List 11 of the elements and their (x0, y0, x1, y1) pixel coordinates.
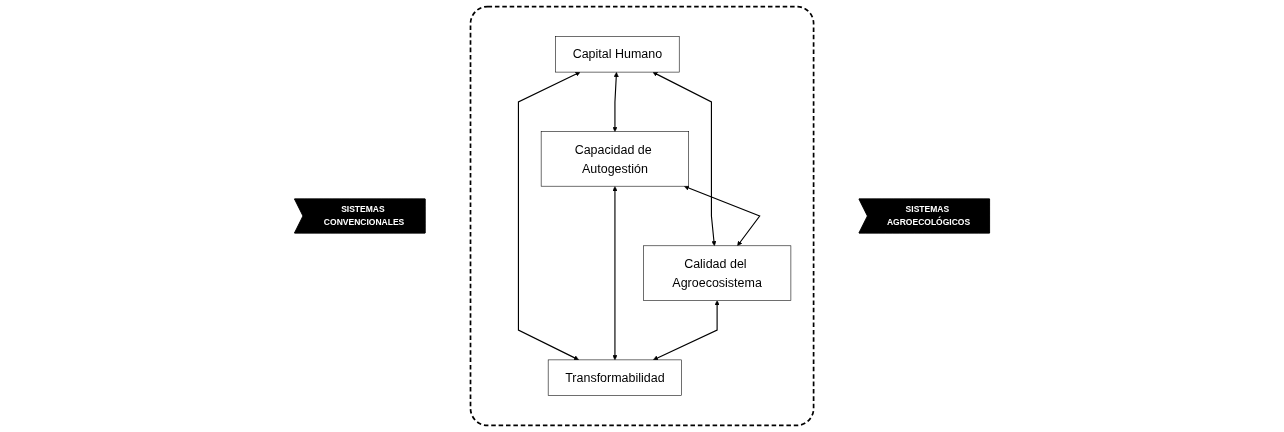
arrow (612, 72, 619, 132)
arrow (652, 72, 717, 246)
node-box: Calidad del Agroecosistema (642, 245, 792, 301)
node-box: Transformabilidad (547, 359, 682, 396)
arrow (684, 185, 761, 246)
arrow (517, 71, 581, 361)
node-box: Capacidad de Autogestión (540, 131, 689, 187)
arrow (652, 300, 720, 361)
cluster (469, 5, 815, 427)
node-box: Capital Humano (555, 36, 680, 73)
arrow (612, 186, 618, 361)
